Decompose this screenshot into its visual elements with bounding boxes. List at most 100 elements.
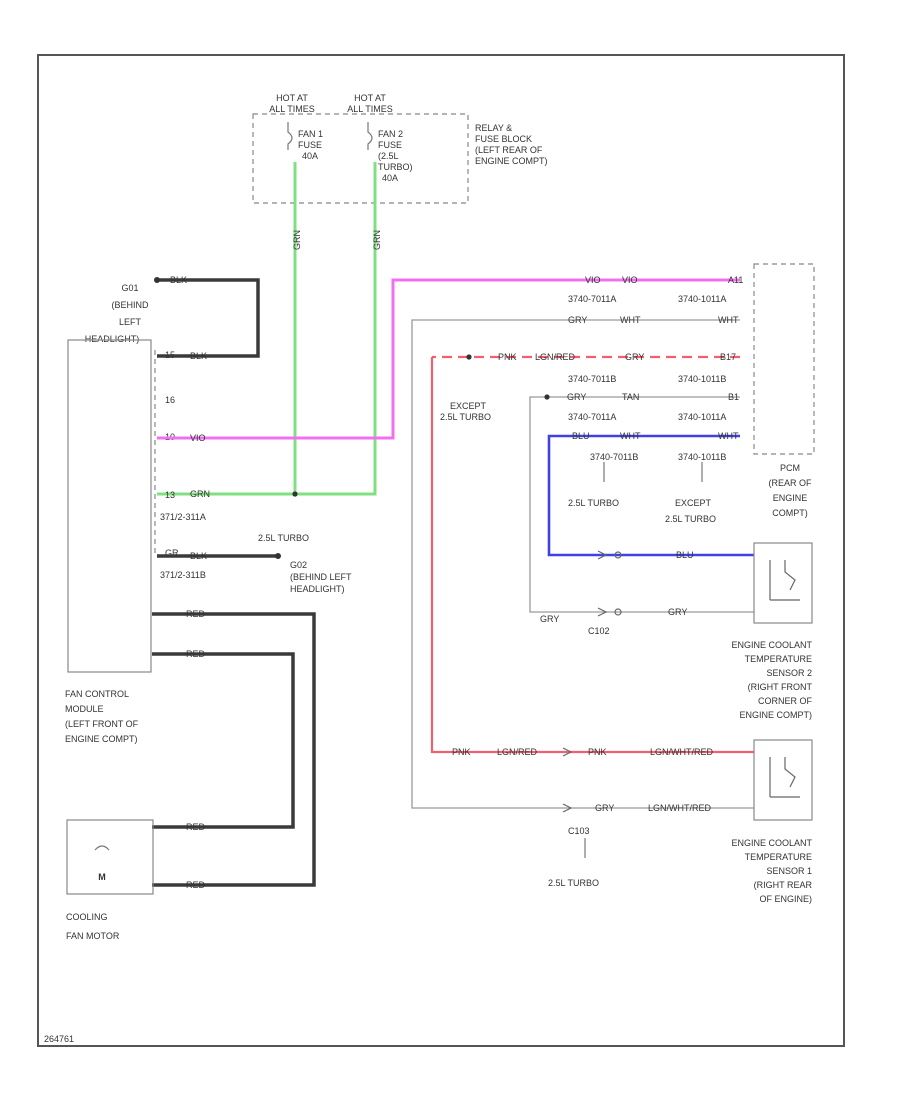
wire-label-grn-2: GRN — [372, 230, 382, 250]
pcm-pin-c: B1 — [728, 392, 739, 402]
wire-label-vio-1: VIO — [190, 433, 206, 443]
fuse1-label-2: FUSE — [298, 140, 322, 150]
hot-label-left-2: ALL TIMES — [269, 104, 315, 114]
cooling-fan-motor: M COOLING FAN MOTOR — [66, 819, 154, 941]
wire-red-motor-inner — [152, 652, 295, 829]
fan-module-conn-a: 371/2-311A — [160, 512, 206, 522]
sensor1-option: 2.5L TURBO — [548, 878, 599, 888]
sensor2-label-5: CORNER OF — [758, 696, 813, 706]
connector-c5: 3740-7011A — [568, 412, 616, 422]
fuse2-label-4: TURBO) — [378, 162, 413, 172]
wire-label-red-1: RED — [186, 609, 206, 619]
fuse2-label-3: (2.5L — [378, 151, 399, 161]
pcm-outline — [753, 263, 815, 455]
sensor2-label-2: TEMPERATURE — [745, 654, 812, 664]
connector-c6: 3740-1011A — [678, 412, 726, 422]
fuse2-symbol — [367, 122, 373, 150]
wire-vio-pcm — [157, 278, 740, 440]
fan-module-pin-16: 16 — [165, 395, 175, 405]
wire-label-gry-5: GRY — [668, 607, 687, 617]
fuse2-label-5: 40A — [382, 173, 398, 183]
wire-label-gry-1: GRY — [568, 315, 587, 325]
ground-g02-dot — [275, 553, 281, 559]
connector-c7: 3740-7011B — [590, 452, 638, 462]
sensor1-label-4: (RIGHT REAR — [754, 880, 813, 890]
pcm-label-2: (REAR OF — [768, 478, 812, 488]
connector-c3: 3740-7011B — [568, 374, 616, 384]
motor-label-2: FAN MOTOR — [66, 931, 120, 941]
sensor1-label-1: ENGINE COOLANT — [731, 838, 812, 848]
fuse2-label-2: FUSE — [378, 140, 402, 150]
wire-label-red-3: RED — [186, 822, 206, 832]
ground-g01-dot — [154, 277, 160, 283]
relay-block-label-2: FUSE BLOCK — [475, 134, 532, 144]
sensor1-label-5: OF ENGINE) — [759, 894, 812, 904]
option-except-turbo-1: EXCEPT — [450, 401, 487, 411]
fan-module-label-2: MODULE — [65, 704, 104, 714]
motor-arc-icon — [94, 845, 110, 851]
hot-label-left-1: HOT AT — [276, 93, 308, 103]
relay-block-outline — [252, 113, 469, 204]
wire-label-lgn-red-1: LGN/RED — [535, 352, 576, 362]
sensor1-label-3: SENSOR 1 — [766, 866, 812, 876]
option-except-turbo-b-1: EXCEPT — [675, 498, 712, 508]
fuse2-label-1: FAN 2 — [378, 129, 403, 139]
option-except-turbo-b-2: 2.5L TURBO — [665, 514, 716, 524]
wire-label-grn-1: GRN — [292, 230, 302, 250]
sensor2-label-6: ENGINE COMPT) — [739, 710, 812, 720]
relay-block-label-1: RELAY & — [475, 123, 512, 133]
sensor2-conn: C102 — [588, 626, 610, 636]
wire-label-vio-2: VIO — [585, 275, 601, 285]
option-except-turbo-2: 2.5L TURBO — [440, 412, 491, 422]
connector-c8: 3740-1011B — [678, 452, 726, 462]
c102-connector-ring — [614, 608, 622, 616]
fan-module-label-4: ENGINE COMPT) — [65, 734, 138, 744]
wire-gry-sensor2 — [529, 396, 754, 613]
pcm-label-3: ENGINE — [773, 493, 808, 503]
ground-g02-label-1: G02 — [290, 560, 307, 570]
c103-connector-icon-gray — [562, 803, 573, 813]
relay-block-label-4: ENGINE COMPT) — [475, 156, 548, 166]
c103-connector-icon-red — [562, 747, 573, 757]
connector-c4: 3740-1011B — [678, 374, 726, 384]
motor-symbol: M — [98, 872, 106, 882]
wire-red-motor-outer — [152, 612, 316, 887]
ground-g02-option: 2.5L TURBO — [258, 533, 309, 543]
wire-grn-fan2 — [157, 162, 377, 496]
wire-label-blu-1: BLU — [572, 431, 590, 441]
fan-module-conn-b: 371/2-311B — [160, 570, 206, 580]
relay-fuse-block: HOT AT ALL TIMES HOT AT ALL TIMES FAN 1 … — [252, 93, 548, 204]
wire-label-wht-4: WHT — [718, 431, 739, 441]
sensor2-label-1: ENGINE COOLANT — [731, 640, 812, 650]
fan-module-label-1: FAN CONTROL — [65, 689, 129, 699]
wire-label-lgn-wht-red-2: LGN/WHT/RED — [648, 803, 712, 813]
diagram-code: 264761 — [44, 1034, 74, 1044]
pcm-pin-a: A11 — [728, 275, 743, 285]
wire-label-grn-3: GRN — [190, 489, 210, 499]
c102-blue-connector-icon — [597, 550, 608, 560]
wire-label-blk-1: BLK — [170, 275, 187, 285]
pcm: PCM (REAR OF ENGINE COMPT) — [753, 263, 815, 518]
wire-label-wht-2: WHT — [718, 315, 739, 325]
diagram-frame — [37, 54, 845, 1047]
fan-module-pin-13: 13 — [165, 490, 175, 500]
thermistor-icon-2 — [769, 560, 800, 601]
ground-g02-label-2: (BEHIND LEFT — [290, 572, 352, 582]
connector-c1: 3740-7011A — [568, 294, 616, 304]
wire-label-tan: TAN — [622, 392, 639, 402]
wire-label-gry-6: GRY — [595, 803, 614, 813]
splice-dot-gray — [544, 394, 550, 400]
fuse1-symbol — [287, 122, 293, 150]
pcm-label-4: COMPT) — [772, 508, 808, 518]
fan-control-module: G01 (BEHIND LEFT HEADLIGHT) FAN CONTROL … — [65, 283, 206, 744]
wire-label-wht-1: WHT — [620, 315, 641, 325]
wire-blu-sensor2 — [547, 434, 754, 557]
relay-block-label-3: (LEFT REAR OF — [475, 145, 543, 155]
wire-label-pnk-1: PNK — [498, 352, 517, 362]
option-turbo-b: 2.5L TURBO — [568, 498, 619, 508]
wire-label-blk-2: BLK — [190, 351, 207, 361]
hot-label-right-1: HOT AT — [354, 93, 386, 103]
motor-label-1: COOLING — [66, 912, 108, 922]
thermistor-icon-1 — [769, 757, 800, 798]
sensor2-label-4: (RIGHT FRONT — [748, 682, 813, 692]
